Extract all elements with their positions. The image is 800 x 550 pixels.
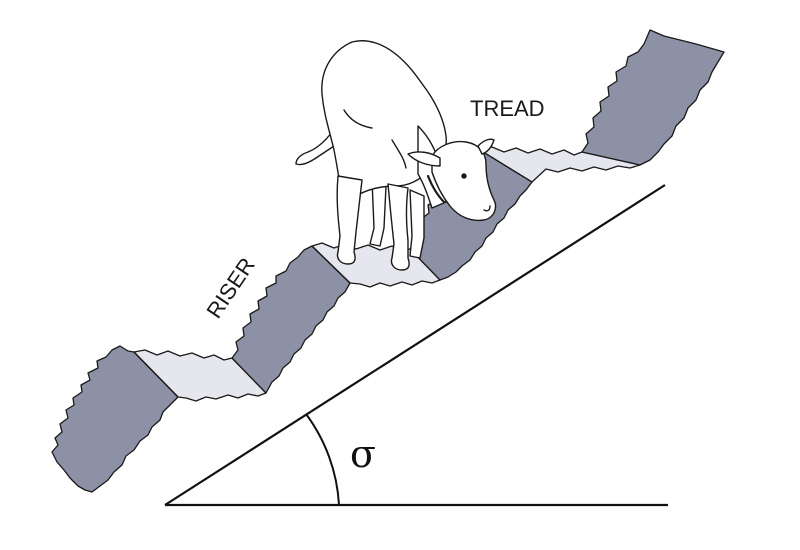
cow-illustration [295,40,497,271]
tread-label: TREAD [470,96,545,121]
cow-body-contour [343,109,373,129]
step-edge-1 [133,351,179,398]
step-edge-3 [479,149,533,183]
cow-leg-near-front [387,183,410,271]
cow-collar [426,174,446,204]
cow-ear-left [407,151,441,167]
cow-leg-near-back [336,175,363,265]
riser-4 [581,29,725,166]
cow-ear-right [477,138,495,155]
step-edge-2 [311,245,351,284]
cow-leg-far-front [409,189,425,259]
angle-arc [305,413,340,506]
cow-eye [461,173,467,179]
cow-leg-far-back [369,179,387,247]
slope-angle-figure: σ [164,184,668,507]
angle-symbol: σ [350,432,376,476]
cow-head [431,140,497,222]
riser-label: RISER [201,253,259,323]
cow-tail [295,131,335,166]
cow-body-contour-2 [391,139,407,169]
slope-line [164,184,666,506]
cow-nostril [483,205,491,212]
